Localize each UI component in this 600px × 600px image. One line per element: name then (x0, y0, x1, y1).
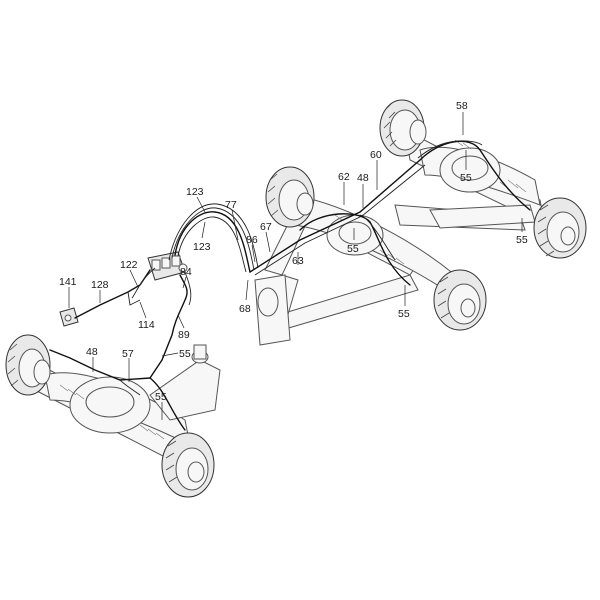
callout-55: 48 (86, 346, 98, 358)
callout-123: 123 (193, 241, 211, 253)
middle-right-wheel (433, 269, 487, 331)
callout-89: 89 (178, 329, 190, 341)
callout-48: 48 (357, 172, 369, 184)
callout-60: 60 (370, 149, 382, 161)
rear-axle-assembly (379, 99, 587, 259)
callout-48: 57 (122, 348, 134, 360)
callout-55: 55 (347, 243, 359, 255)
callout-63: 63 (292, 255, 304, 267)
callout-86: 86 (246, 234, 258, 246)
callout-numbers: 58 60 62 48 55 55 123 77 67 86 63 55 123… (59, 100, 528, 403)
callout-62: 62 (338, 171, 350, 183)
valve-block (147, 251, 188, 281)
callout-58: 58 (456, 100, 468, 112)
callout-55: 55 (460, 172, 472, 184)
callout-141: 141 (59, 276, 77, 288)
brake-valve (59, 307, 79, 327)
front-left-wheel (5, 334, 51, 396)
callout-84: 84 (180, 266, 192, 278)
callout-55: 55 (155, 391, 167, 403)
front-right-wheel (161, 432, 215, 498)
front-axle-assembly (5, 334, 221, 498)
callout-122: 122 (120, 259, 138, 271)
callout-57: 55 (179, 348, 191, 360)
middle-left-wheel (265, 166, 315, 228)
callout-67: 67 (260, 221, 272, 233)
callout-77: 77 (225, 199, 237, 211)
middle-axle-assembly (254, 166, 487, 346)
callout-68: 68 (239, 303, 251, 315)
callout-128: 128 (91, 279, 109, 291)
callout-114: 114 (138, 319, 155, 331)
hydraulic-hoses (49, 140, 531, 431)
leader-lines (68, 112, 523, 420)
callout-55: 55 (398, 308, 410, 320)
callout-123: 123 (186, 186, 204, 198)
rear-left-wheel (379, 99, 427, 157)
callout-55: 55 (516, 234, 528, 246)
rear-right-wheel (533, 197, 587, 259)
